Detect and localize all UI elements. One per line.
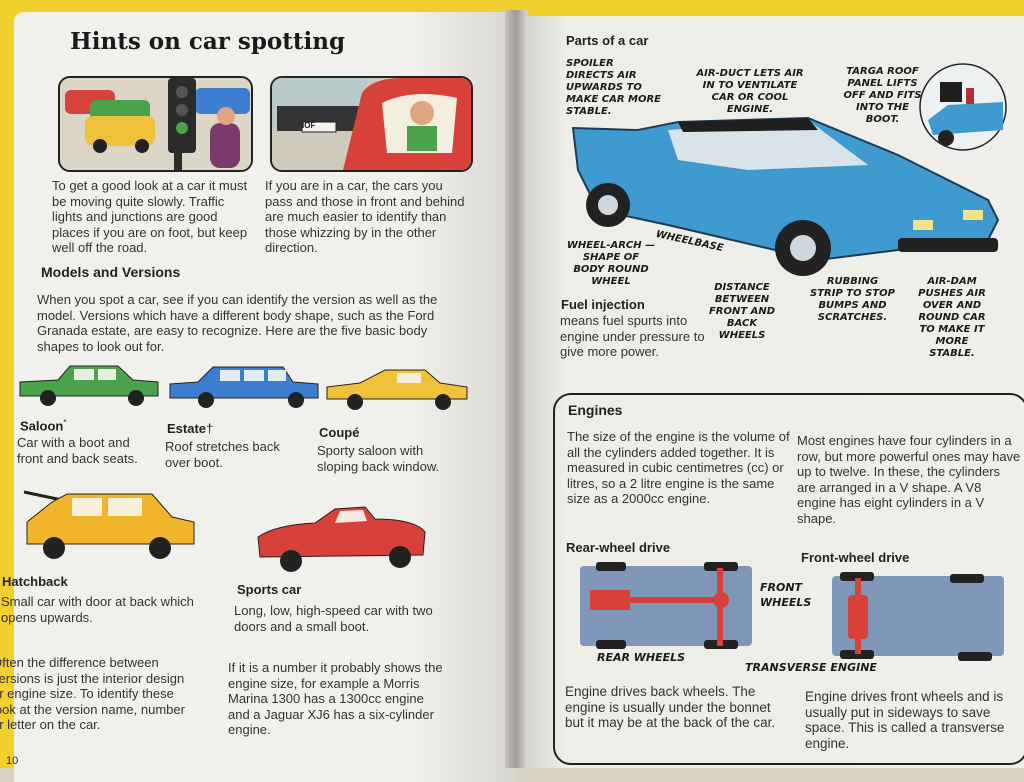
traffic-lights-illustration [58,76,253,172]
front-drive-text: Engine drives front wheels and is usuall… [805,689,1005,751]
hatchback-illustration [23,490,195,559]
saloon-illustration [19,365,159,406]
coupe-desc: Sporty saloon with sloping back window. [317,443,440,474]
estate-name: Estate [167,421,207,436]
sports-car-desc: Long, low, high-speed car with two doors… [234,603,433,634]
targa-car-illustration [571,116,1000,276]
targa-inset-illustration [919,63,1007,151]
saloon-label: Saloon* [20,418,66,433]
models-heading: Models and Versions [41,264,181,280]
engines-heading: Engines [568,402,623,418]
air-duct-label: Air-duct lets air in to ventilate car or… [696,68,804,115]
wheel-arch-label: Wheel-arch — shape of body round wheel [566,240,656,287]
page-number: 10 [6,755,19,767]
estate-label: Estate† [167,421,213,436]
saloon-desc: Car with a boot and front and back seats… [17,435,138,466]
hatchback-desc: Small car with door at back which opens … [1,594,194,625]
intro-right-text: If you are in a car, the cars you pass a… [265,178,465,255]
front-wheel-drive-heading: Front-wheel drive [801,550,910,565]
page-title: Hints on car spotting [70,28,346,55]
air-dam-label: Air-dam pushes air over and round car to… [918,276,986,359]
rear-wheel-drive-heading: Rear-wheel drive [566,540,671,555]
parts-heading: Parts of a car [566,33,649,48]
rear-drive-text: Engine drives back wheels. The engine is… [565,684,776,730]
estate-mark: † [206,421,214,436]
spoiler-label: Spoiler directs air upwards to make car … [566,58,661,117]
estate-desc: Roof stretches back over boot. [165,439,280,470]
sports-car-illustration [257,506,426,572]
estate-illustration [169,366,319,408]
versions-right-text: If it is a number it probably shows the … [228,660,443,737]
sports-car-label: Sports car [237,582,302,597]
book-spine [505,10,527,768]
coupe-label: Coupé [319,425,360,440]
engines-box [553,393,1024,765]
front-wheel-drive-diagram [832,572,1004,661]
rear-wheel-drive-diagram [580,562,752,649]
coupe-illustration [326,369,468,410]
in-car-illustration [270,76,473,172]
hatchback-label: Hatchback [2,574,68,589]
plate-text: IOF [302,121,316,130]
saloon-mark: * [63,418,67,427]
models-text: When you spot a car, see if you can iden… [37,292,438,354]
fuel-injection-heading: Fuel injection [561,297,645,312]
intro-left-text: To get a good look at a car it must be m… [52,178,248,255]
targa-label: Targa roof panel lifts off and fits into… [843,66,922,125]
versions-left-text: Often the difference between versions is… [0,655,185,732]
saloon-name: Saloon [20,418,64,434]
fuel-injection-text: means fuel spurts into engine under pres… [560,313,705,359]
rubbing-strip-label: Rubbing strip to stop bumps and scratche… [810,276,895,323]
front-wheels-label: Front wheels [760,581,812,609]
distance-label: Distance between front and back wheels [708,282,776,341]
rear-wheels-label: Rear wheels [597,651,686,664]
transverse-engine-label: Transverse engine [745,661,877,674]
engines-text-left: The size of the engine is the volume of … [567,429,790,506]
engines-text-right: Most engines have four cylinders in a ro… [797,433,1021,526]
